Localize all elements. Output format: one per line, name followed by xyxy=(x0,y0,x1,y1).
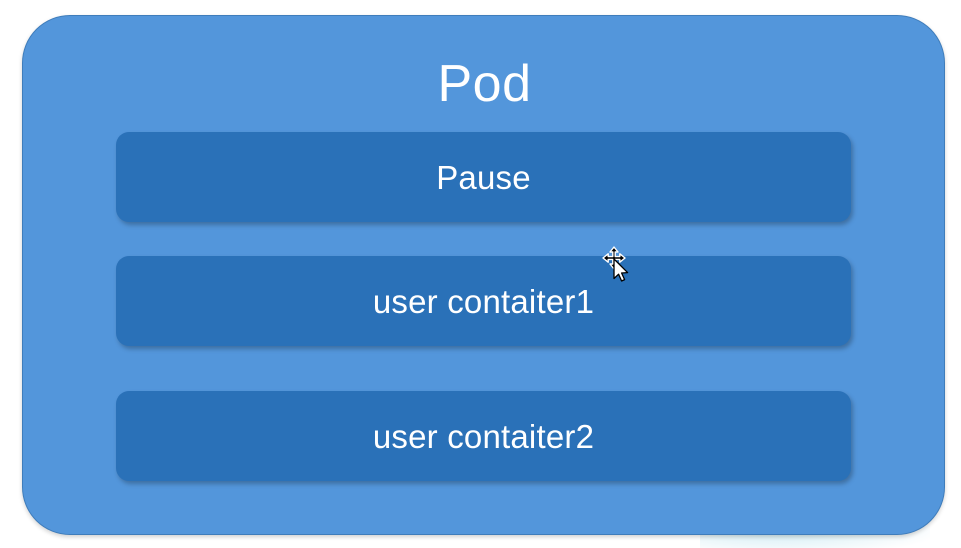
pause-container[interactable]: Pause xyxy=(116,132,851,222)
user-container-2-label: user contaiter2 xyxy=(372,417,595,455)
user-container-1[interactable]: user contaiter1 xyxy=(116,256,851,346)
pause-container-label: Pause xyxy=(436,158,531,196)
pod-container[interactable]: Pod Pause user contaiter1 user contaiter… xyxy=(22,15,945,535)
user-container-1-label: user contaiter1 xyxy=(372,282,595,320)
user-container-2[interactable]: user contaiter2 xyxy=(116,391,851,481)
pod-title: Pod xyxy=(437,55,532,113)
